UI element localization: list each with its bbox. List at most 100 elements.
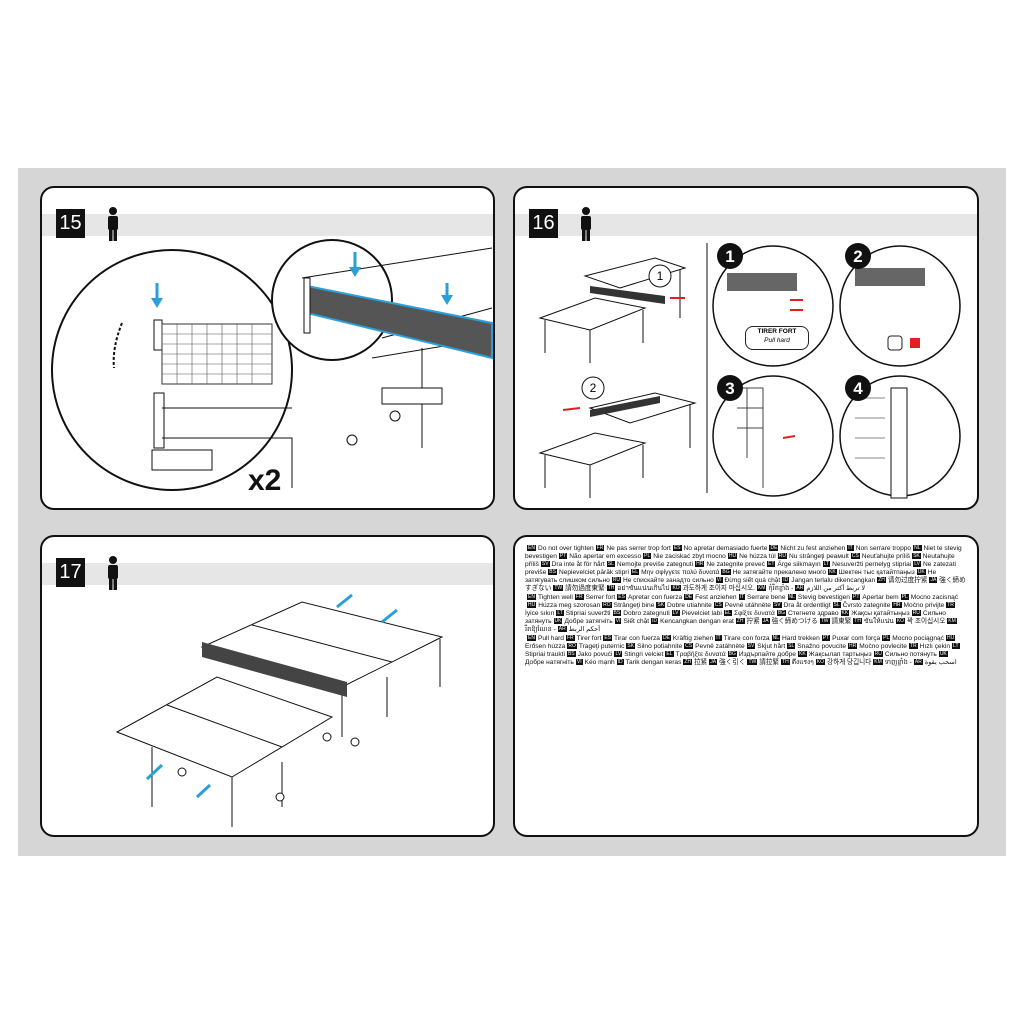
translation-text: 拧紧 [746,618,760,625]
translation-text: Шектен тыс қатайтпаңыз [838,569,915,576]
translation-text: Serrare bene [747,594,786,601]
language-code-badge: SV [746,643,756,650]
step-header-stripe [515,214,977,236]
translation-text: อย่าขันแน่นเกินไป [617,585,670,592]
callout-2: 2 [590,381,597,395]
translation-text: 꽉 조이십시오 [907,618,946,625]
translation-text: Stevig bevestigen [797,594,850,601]
translation-text: Добре натягніть [525,659,574,666]
translation-text: 请勿过度拧紧 [887,577,928,584]
language-code-badge: TR [908,643,918,650]
language-code-badge: HU [727,553,738,560]
translation-text: 強く締めつける [771,618,818,625]
translation-text: 請拉緊 [759,659,780,666]
translation-text: Tirer fort [576,635,602,642]
translation-text: Ne húzza túl [739,553,776,560]
translation-text: Strângeţi bine [613,602,655,609]
language-code-badge: PT [821,635,831,642]
translation-text: No apretar demasiado fuerte [683,545,768,552]
translation-text: 강하게 당깁니다 [827,659,872,666]
translation-text: 強く締めすぎない [525,577,966,592]
language-code-badge: SK [626,643,636,650]
language-code-badge: IT [738,594,746,601]
language-code-badge: ID [782,577,790,584]
translation-text: Neuťahujte príliš [861,553,911,560]
language-code-badge: JA [761,618,770,625]
language-code-badge: NL [787,594,796,601]
translation-text: Snažno povucite [797,643,847,650]
translation-text: Hard trekken [782,635,820,642]
language-code-badge: TH [781,659,790,666]
step-header-stripe [42,214,493,236]
language-code-badge: PT [851,594,861,601]
translation-text: Siết chặt [623,618,650,625]
translation-text: Не спискайте занадто сильно [623,577,714,584]
translation-text: Tirar con fuerza [614,635,660,642]
translation-text: Kräftig ziehen [672,635,714,642]
translation-text: Húzza meg szorosan [538,602,601,609]
language-code-badge: RO [602,602,612,609]
language-code-badge: JA [709,659,718,666]
language-code-badge: RU [873,651,883,658]
pull-label-en: Pull hard [764,337,790,344]
step-17-panel: 17 [40,535,495,837]
language-code-badge: VI [715,577,723,584]
language-code-badge: VI [575,659,583,666]
folded-table-illustration [115,593,444,827]
language-code-badge: SL [832,602,841,609]
language-code-badge: FR [574,594,584,601]
translation-text: Nesuveržti pernelyg stipriai [832,561,912,568]
step-16-panel: 16 1 2 1 2 3 4 [513,186,979,510]
translation-text: Pevně zatáhněte [695,643,745,650]
one-person-icon [108,207,118,241]
step-15-panel: 15 x2 [40,186,495,510]
translation-text: រឹតឱ្យណែន - [525,626,556,633]
translation-text: Не затягайте прекалено много [732,569,827,576]
translation-text: 請東緊 [831,618,852,625]
language-code-badge: ES [603,635,612,642]
language-code-badge: LT [952,643,960,650]
language-code-badge: BS [548,569,557,576]
language-code-badge: ET [766,561,776,568]
translation-text: Не затягувать слишком сильно [525,569,937,584]
step-number: 17 [56,558,85,587]
translation-text: Non serrare troppo [855,545,912,552]
language-code-badge: KO [895,618,906,625]
language-code-badge: NL [913,545,922,552]
pull-label-fr: TIRER FORT [757,328,797,335]
translation-text: Tirare con forza [723,635,770,642]
translation-text: Skjut hårt [757,643,786,650]
net-tension-illustrations: 1 2 1 2 3 4 [538,243,961,499]
translation-text: Apretar con fuerza [627,594,683,601]
translation-text: Silno potiahnite [637,643,683,650]
language-code-badge: ZH [735,618,745,625]
step-number: 16 [529,209,558,238]
translation-text: Pull hard [537,635,564,642]
translation-text: 強く引く [719,659,746,666]
language-code-badge: HU [945,635,956,642]
language-code-badge: ES [617,594,626,601]
language-code-badge: RU [911,610,921,617]
language-code-badge: ZH [877,577,886,584]
quantity-multiplier: x2 [248,464,282,497]
translation-text: Stipriai suveržti [565,610,611,617]
language-code-badge: KK [840,610,850,617]
language-code-badge: DE [661,635,671,642]
translation-text: Nemojte previše zategnuti [616,561,694,568]
language-code-badge: KO [671,585,681,592]
callout-1: 1 [657,269,664,283]
translation-text: Издърпайте добре [738,651,796,658]
language-code-badge: EL [630,569,640,576]
translation-text: Niet te stevig bevestigen [525,545,962,560]
language-code-badge: KM [756,585,767,592]
language-code-badge: PL [643,553,652,560]
translation-text: Dra åt ordentligt [783,602,831,609]
language-code-badge: SV [540,561,550,568]
language-code-badge: JA [929,577,938,584]
language-code-badge: DE [684,594,694,601]
language-code-badge: SK [656,602,666,609]
one-person-icon [581,207,591,241]
language-code-badge: CS [850,553,860,560]
translation-text: Nu strângeţi peaмult [788,553,849,560]
